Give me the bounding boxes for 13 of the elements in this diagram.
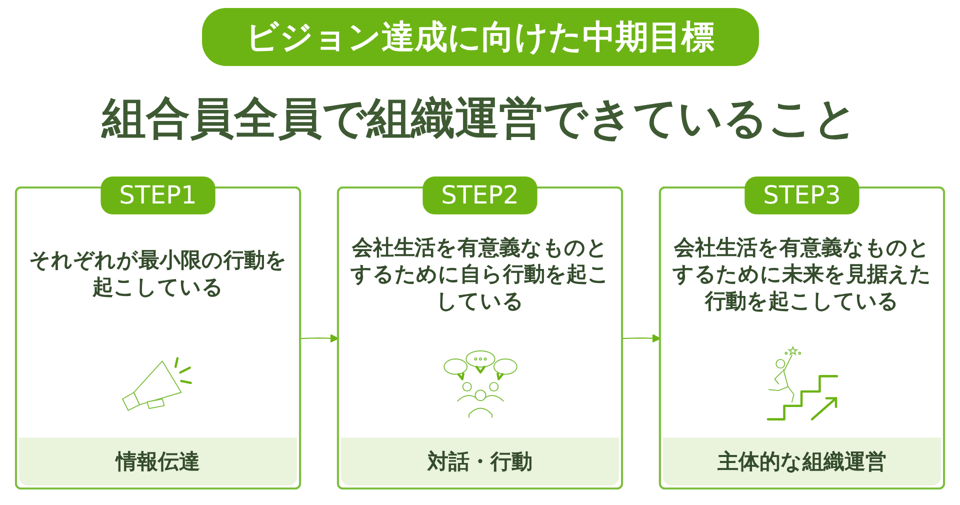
arrow	[622, 334, 661, 343]
step-tab: STEP2	[422, 176, 538, 214]
arrow	[300, 334, 339, 343]
category-band: 対話・行動	[340, 438, 620, 486]
step-description: それぞれが最小限の行動を起こしている	[28, 247, 288, 302]
step-description: 会社生活を有意義なものとするために未来を見据えた行動を起こしている	[671, 234, 933, 315]
step-tab: STEP3	[744, 176, 860, 214]
category-band: 情報伝達	[18, 438, 298, 486]
step-tab: STEP1	[100, 176, 216, 214]
subtitle: 組合員全員で組織運営できていること	[102, 92, 858, 146]
step-description: 会社生活を有意義なものとするために自ら行動を起こしている	[349, 234, 611, 315]
title-banner: ビジョン達成に向けた中期目標	[202, 8, 758, 66]
category-band: 主体的な組織運営	[662, 438, 942, 486]
